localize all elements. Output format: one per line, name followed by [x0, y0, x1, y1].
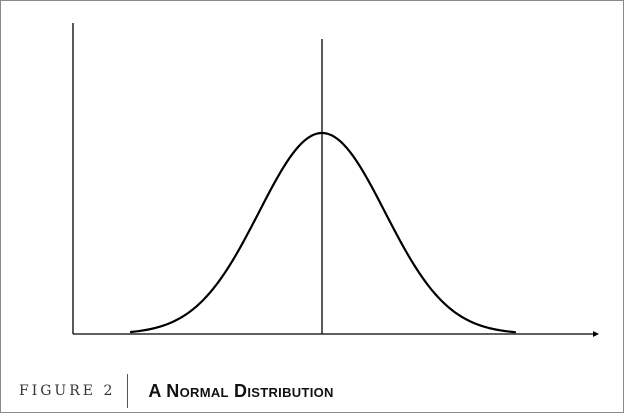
normal-distribution-diagram	[72, 23, 599, 337]
figure-label: FIGURE 2	[19, 383, 116, 399]
figure-title: A Normal Distribution	[148, 380, 334, 401]
caption-divider	[127, 374, 129, 408]
figure-caption: FIGURE 2 A Normal Distribution	[19, 371, 334, 411]
bell-curve	[129, 131, 517, 334]
x-axis-arrowhead	[593, 331, 599, 337]
